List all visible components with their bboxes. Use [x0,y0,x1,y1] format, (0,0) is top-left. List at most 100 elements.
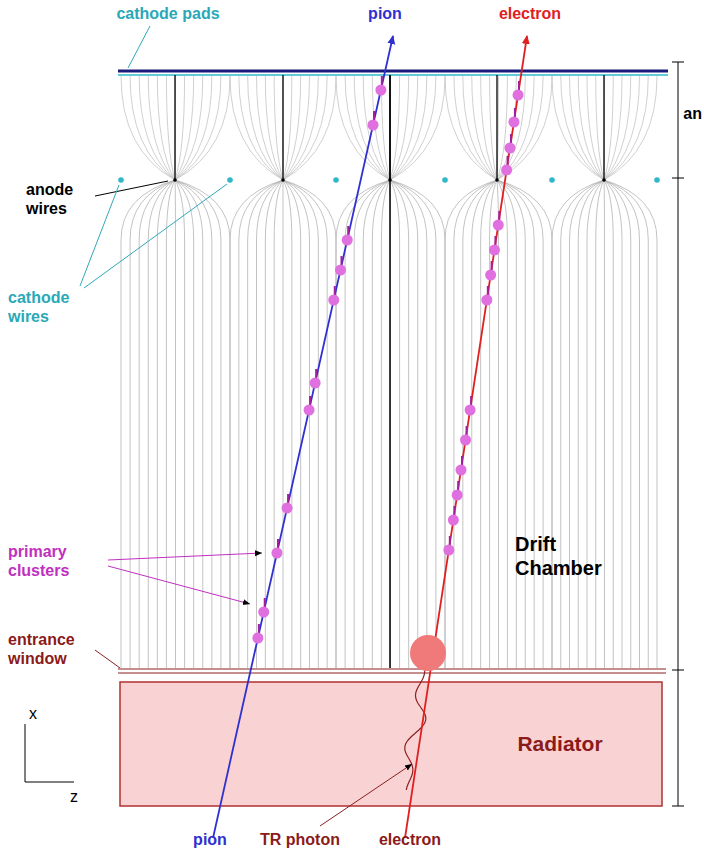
drift-chamber-label: Drift Chamber [515,532,615,580]
primary-cluster [258,607,269,618]
bracket-tick [672,178,684,179]
pion-label: pion [368,4,402,23]
primary-clusters-label: primary clusters [8,542,108,580]
field-line [497,180,552,668]
field-line [345,76,390,180]
field-line [561,76,604,180]
field-line [561,180,604,668]
field-line [381,180,390,668]
electron-track [405,36,527,838]
field-line [230,180,283,668]
field-line [239,180,283,668]
primary-cluster-dots [252,76,523,644]
field-line [139,76,175,180]
cathode-wire [442,177,448,183]
field-line [248,76,283,180]
field-line [257,180,284,668]
field-line [390,76,400,180]
tr-photon-label: TR photon [260,830,340,849]
entrance-window-label: entrance window [8,630,94,668]
field-line [604,180,606,668]
field-line [390,76,418,180]
anode-wires-label: anode wires [26,180,98,218]
field-line [596,76,604,180]
field-line [481,76,497,180]
cathode-pad-surface [118,74,668,76]
field-line [390,180,445,668]
field-line [130,76,175,180]
field-line [570,76,605,180]
bracket-tick [672,806,684,807]
field-line [239,76,283,180]
field-line [497,180,534,668]
primary-cluster [375,85,386,96]
leader-line [128,26,150,68]
entrance-window-foil [118,672,666,673]
field-line [175,180,203,668]
field-line [587,180,604,668]
field-line [604,180,622,668]
field-line [604,180,613,668]
field-line [604,76,631,180]
leader-line [84,184,227,288]
primary-cluster [310,378,321,389]
field-lines [121,76,657,668]
field-line [175,180,185,668]
cathode-pad-plane [118,70,668,73]
primary-cluster [335,265,346,276]
field-line [552,76,604,180]
primary-cluster [465,405,476,416]
anode-support-line [282,75,283,180]
field-line [121,76,175,180]
field-line [372,180,390,668]
primary-cluster [455,465,466,476]
field-line [445,76,497,180]
pion-track [213,36,393,838]
primary-cluster [489,245,500,256]
field-line [604,76,606,180]
anode-wire [495,178,499,182]
field-line [121,180,175,668]
leader-line [95,650,120,668]
primary-cluster [513,90,524,101]
pion-label: pion [193,830,227,849]
cut-label: an [683,104,702,123]
field-line [578,180,604,668]
anode-wire [388,178,392,182]
field-line [283,180,284,668]
primary-cluster [443,545,454,556]
field-line [230,76,283,180]
field-line [363,76,390,180]
field-line [354,180,390,668]
cathode-wire [118,177,124,183]
anode-wire [602,178,606,182]
field-line [157,76,175,180]
field-line [390,76,409,180]
field-line [354,76,390,180]
field-line [175,76,185,180]
field-line [166,76,175,180]
anode-support-line [174,75,175,180]
anode-support-line [496,75,497,180]
field-line [283,180,292,668]
field-line [604,180,657,668]
field-line [139,180,175,668]
field-line [578,76,604,180]
field-line [274,180,283,668]
field-line [283,76,301,180]
primary-cluster [448,515,459,526]
primary-cluster [485,270,496,281]
field-line [390,180,418,668]
primary-cluster [271,548,282,559]
field-line [345,180,390,668]
field-line [175,76,203,180]
field-line [445,180,497,668]
primary-cluster [452,490,463,501]
field-line [283,180,301,668]
field-line [570,180,605,668]
field-line [587,76,604,180]
field-line [497,180,543,668]
leader-line [108,566,250,604]
primary-cluster [460,435,471,446]
